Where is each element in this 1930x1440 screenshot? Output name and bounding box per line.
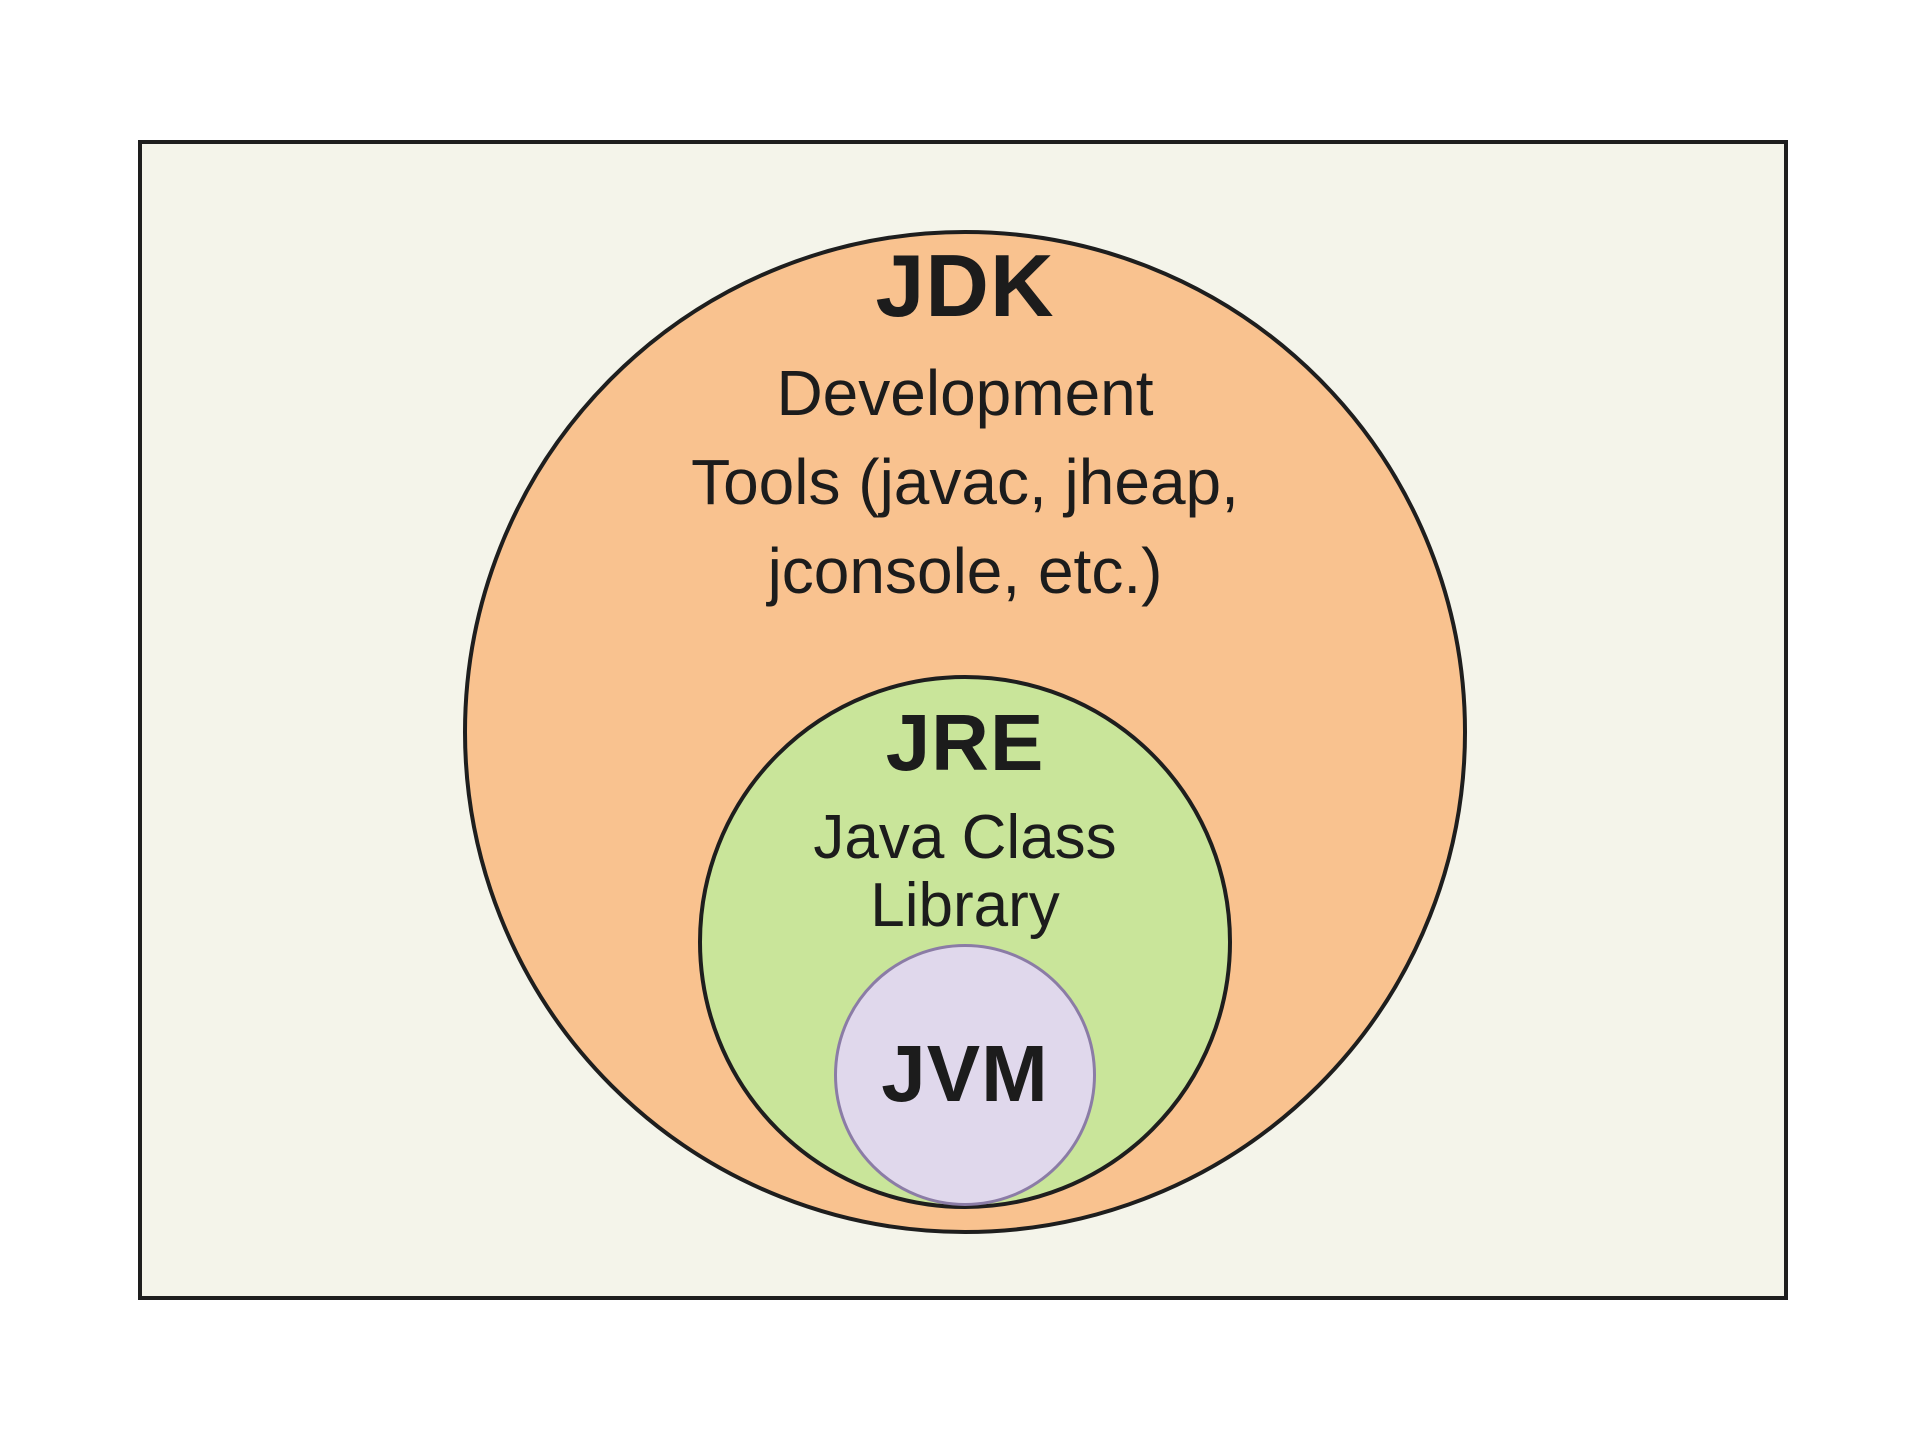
jre-description-line-1: Java Class — [813, 803, 1117, 872]
jre-description-line-2: Library — [870, 871, 1060, 940]
jvm-label: JVM — [881, 1029, 1049, 1118]
jdk-description-line-2: Tools (javac, jheap, — [691, 446, 1239, 518]
jdk-description-line-3: jconsole, etc.) — [767, 535, 1163, 607]
jvm-circle — [834, 944, 1096, 1206]
jdk-label: JDK — [875, 236, 1055, 335]
jre-label: JRE — [885, 698, 1045, 787]
jdk-description-line-1: Development — [776, 357, 1154, 429]
jre-circle — [698, 675, 1232, 1209]
